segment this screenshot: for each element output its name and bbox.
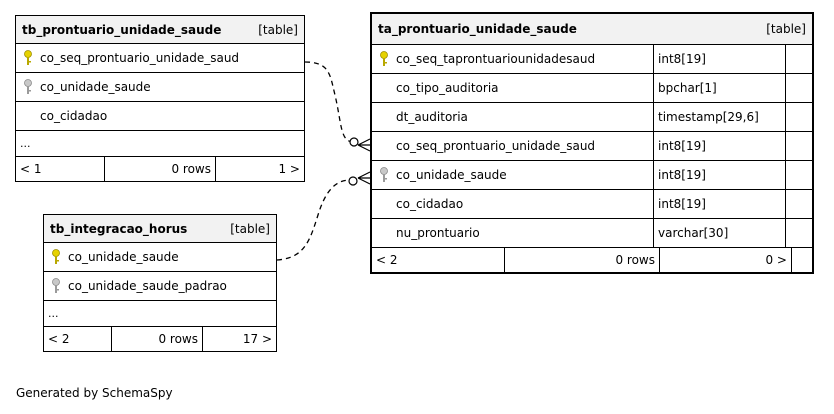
row-count: 0 rows [505,248,660,272]
column-name: co_seq_prontuario_unidade_saud [40,51,240,65]
table-row[interactable]: co_unidade_saude int8[19] [372,161,812,190]
relationship-end-prontuario [349,137,359,147]
column-name: co_seq_prontuario_unidade_saud [396,139,596,153]
column-name: dt_auditoria [396,110,468,124]
column-type: int8[19] [654,45,786,73]
column-name: co_tipo_auditoria [396,81,499,95]
table-row[interactable]: co_tipo_auditoria bpchar[1] [372,74,812,103]
column-name: co_seq_taprontuariounidadesaud [396,52,596,66]
table-row[interactable]: co_seq_taprontuariounidadesaud int8[19] [372,45,812,74]
column-name: nu_prontuario [396,226,480,240]
table-ta-prontuario-unidade-saude[interactable]: ta_prontuario_unidade_saude [table] co_s… [370,12,814,274]
table-name: tb_integracao_horus [50,221,188,236]
table-name: tb_prontuario_unidade_saude [22,22,222,37]
table-header: tb_prontuario_unidade_saude [table] [16,16,304,44]
table-header: ta_prontuario_unidade_saude [table] [372,14,812,45]
generated-by-label: Generated by SchemaSpy [16,386,173,400]
relationship-line-prontuario [304,61,355,143]
column-name: co_unidade_saude [68,250,179,264]
crowfoot-prontuario [357,138,371,152]
table-type: [table] [766,22,806,36]
column-name: co_unidade_saude [40,80,151,94]
table-row[interactable]: co_cidadao int8[19] [372,190,812,219]
column-type: bpchar[1] [654,74,786,102]
parents-count[interactable]: < 2 [44,327,112,351]
table-row[interactable]: nu_prontuario varchar[30] [372,219,812,248]
table-row[interactable]: co_unidade_saude [16,73,304,102]
table-row[interactable]: co_unidade_saude [44,243,276,272]
table-row[interactable]: co_seq_prontuario_unidade_saud int8[19] [372,132,812,161]
row-count: 0 rows [105,157,216,181]
parents-count[interactable]: < 1 [16,157,105,181]
table-row[interactable]: dt_auditoria timestamp[29,6] [372,103,812,132]
relationship-line-horus [276,179,351,261]
more-columns-ellipsis: ... [44,301,276,327]
column-name: co_unidade_saude_padrao [68,279,227,293]
column-name: co_cidadao [396,197,464,211]
column-type: int8[19] [654,161,786,189]
row-count: 0 rows [112,327,203,351]
children-count[interactable]: 0 > [660,248,792,272]
table-header: tb_integracao_horus [table] [44,215,276,243]
children-count[interactable]: 1 > [278,162,300,176]
column-name: co_cidadao [40,109,108,123]
column-type: int8[19] [654,190,786,218]
crowfoot-horus [357,171,371,185]
table-name: ta_prontuario_unidade_saude [378,22,577,36]
column-type: varchar[30] [654,219,786,247]
column-type: timestamp[29,6] [654,103,786,131]
table-prontuario-unidade-saude[interactable]: tb_prontuario_unidade_saude [table] co_s… [15,15,305,182]
primary-key-icon [44,249,68,265]
foreign-key-icon [44,278,68,294]
foreign-key-icon [372,167,396,183]
table-integracao-horus[interactable]: tb_integracao_horus [table] co_unidade_s… [43,214,277,352]
column-name: co_unidade_saude [396,168,507,182]
table-row[interactable]: co_seq_prontuario_unidade_saud [16,44,304,73]
primary-key-icon [16,50,40,66]
table-footer: < 2 0 rows 0 > [372,248,812,272]
primary-key-icon [372,51,396,67]
table-row[interactable]: co_cidadao [16,102,304,131]
table-footer: < 1 0 rows 1 > [16,157,304,181]
children-count[interactable]: 17 > [242,332,272,346]
table-row[interactable]: co_unidade_saude_padrao [44,272,276,301]
table-footer: < 2 0 rows 17 > [44,327,276,351]
table-type: [table] [230,221,270,236]
more-columns-ellipsis: ... [16,131,304,157]
column-type: int8[19] [654,132,786,160]
parents-count[interactable]: < 2 [372,248,505,272]
table-type: [table] [258,22,298,37]
relationship-end-horus [348,176,358,186]
foreign-key-icon [16,79,40,95]
